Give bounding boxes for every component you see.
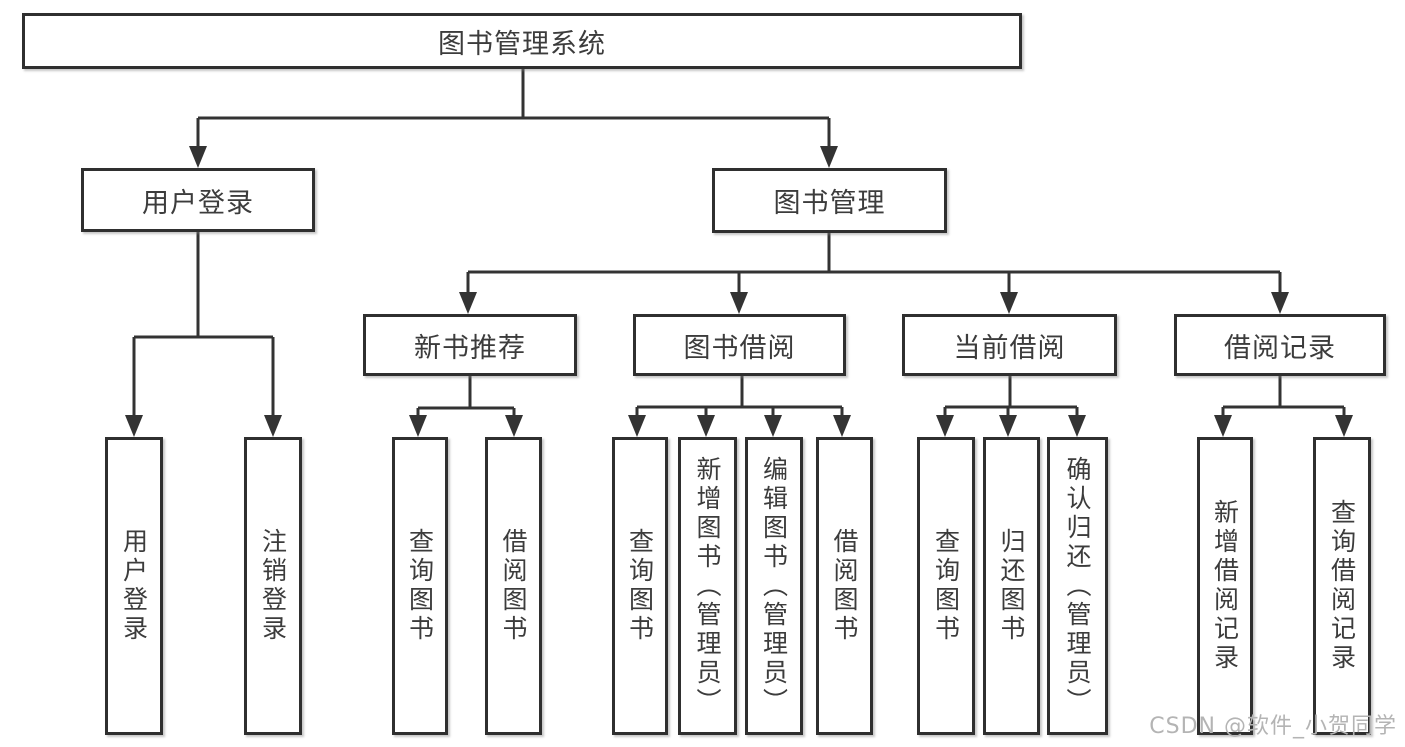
leaf-current-confirm-return-admin: 确认归还（管理员） [1047,437,1108,735]
leaf-borrow-query-books: 查询图书 [612,437,668,735]
node-new-book-recommend: 新书推荐 [363,314,577,376]
node-current-borrow: 当前借阅 [902,314,1117,376]
leaf-borrow-add-books-admin: 新增图书（管理员） [678,437,737,735]
leaf-newbook-query-books: 查询图书 [392,437,448,735]
node-borrow-records: 借阅记录 [1174,314,1386,376]
node-root: 图书管理系统 [22,13,1022,69]
connector-stems [132,69,1346,420]
leaf-current-return-books: 归还图书 [983,437,1040,735]
node-user-login: 用户登录 [81,168,315,232]
leaf-newbook-borrow-books: 借阅图书 [485,437,542,735]
node-book-management: 图书管理 [712,168,947,233]
leaf-current-query-books: 查询图书 [917,437,975,735]
leaf-records-add-record: 新增借阅记录 [1197,437,1253,735]
leaf-borrow-borrow-books: 借阅图书 [816,437,873,735]
watermark: CSDN @软件_小贺同学 [1149,714,1397,739]
leaf-records-query-record: 查询借阅记录 [1313,437,1371,735]
leaf-borrow-edit-books-admin: 编辑图书（管理员） [745,437,803,735]
leaf-user-login: 用户登录 [105,437,163,735]
connector-arrowheads [125,146,1353,437]
node-book-borrow: 图书借阅 [633,314,846,376]
leaf-logout-login: 注销登录 [244,437,302,735]
